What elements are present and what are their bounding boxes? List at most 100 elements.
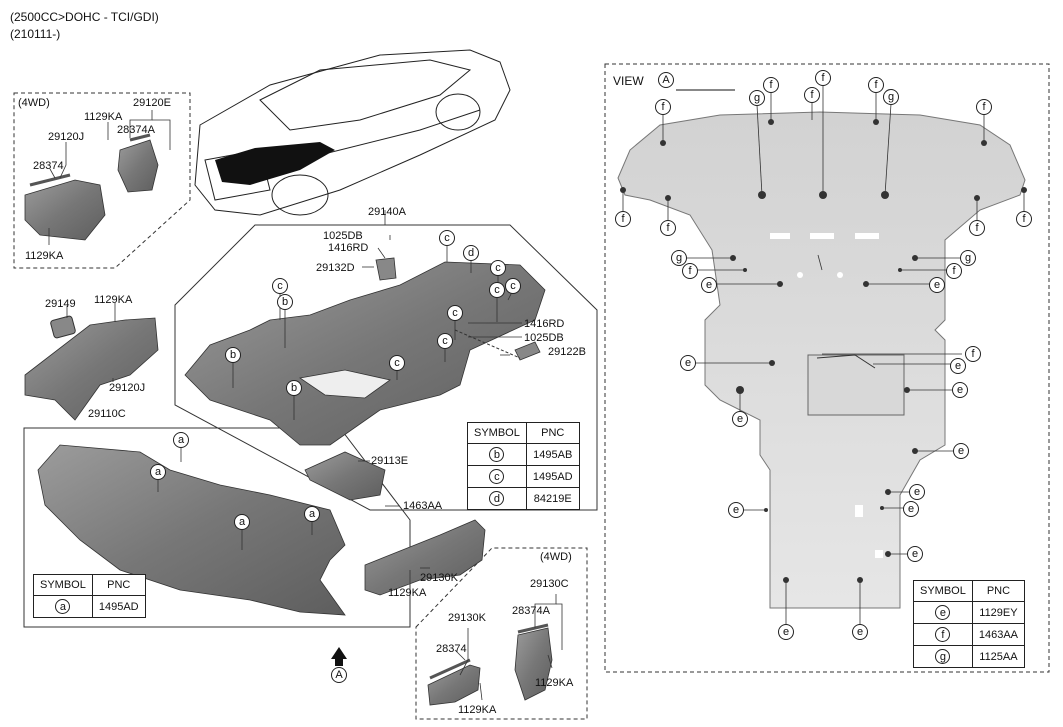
part-1463AA[interactable]: 1463AA [403,500,443,512]
bracket-29132D [375,257,397,281]
part-28374A-b[interactable]: 28374A [512,605,550,617]
undercover-29110C [37,444,346,616]
table-row: e 1129EY [913,601,1026,624]
callout-c: c [439,230,455,246]
view-arrow [331,647,347,666]
part-29113E[interactable]: 29113E [371,455,409,467]
part-1025DB-b[interactable]: 1025DB [524,332,564,344]
pnc-value[interactable]: 84219E [525,487,580,510]
callout-e: e [680,355,696,371]
bracket-29120J-4wd [24,179,106,241]
part-29130K-a[interactable]: 29130K [420,572,458,584]
part-1129KA-b[interactable]: 1129KA [25,250,64,262]
view-letter: A [658,72,674,88]
cap-29149 [50,315,76,339]
pnc-value[interactable]: 1463AA [971,623,1026,646]
callout-f: f [969,220,985,236]
symbol-a: a [55,599,71,614]
label-4wd-bottom: (4WD) [540,551,572,563]
callout-b: b [286,380,302,396]
bracket-29122B [514,341,541,361]
pnc-value[interactable]: 1495AD [91,595,146,618]
callout-f: f [660,220,676,236]
part-28374-b[interactable]: 28374 [436,643,467,655]
part-1129KA-d[interactable]: 1129KA [388,587,427,599]
date-range: (210111-) [10,27,61,41]
pnc-value[interactable]: 1495AB [525,443,580,466]
table-row: b 1495AB [467,443,580,466]
car-illustration [194,49,511,216]
callout-f: f [815,70,831,86]
callout-c: c [490,260,506,276]
callout-a: a [150,464,166,480]
box-view [604,63,1050,673]
plate-29113E [304,451,386,501]
part-29120J-a[interactable]: 29120J [48,131,85,143]
bracket-29130C [514,627,553,701]
callout-f: f [804,87,820,103]
part-28374A-a[interactable]: 28374A [117,124,155,136]
part-29149[interactable]: 29149 [45,298,76,310]
callout-e: e [952,382,968,398]
callout-e: e [929,277,945,293]
callout-c: c [505,278,521,294]
part-1129KA-f[interactable]: 1129KA [458,704,497,716]
part-28374-a[interactable]: 28374 [33,160,64,172]
part-1129KA-c[interactable]: 1129KA [94,294,133,306]
symbol-f: f [935,627,951,642]
part-29120J-b[interactable]: 29120J [109,382,146,394]
table-row: f 1463AA [913,623,1026,646]
symbol-d: d [489,491,505,506]
part-29130C[interactable]: 29130C [530,578,569,590]
part-29110C[interactable]: 29110C [88,408,126,420]
label-4wd-top: (4WD) [18,97,50,109]
part-1129KA-e[interactable]: 1129KA [535,677,574,689]
callout-c: c [447,305,463,321]
table-head-symbol: SYMBOL [33,574,93,596]
bracket-29120E [117,139,159,193]
table-row: a 1495AD [33,595,146,618]
callout-f: f [1016,211,1032,227]
pnc-value[interactable]: 1129EY [971,601,1026,624]
part-29140A[interactable]: 29140A [368,206,406,218]
table-head-symbol: SYMBOL [913,580,973,602]
callout-c: c [489,282,505,298]
callout-e: e [778,624,794,640]
part-29122B[interactable]: 29122B [548,346,586,358]
pnc-value[interactable]: 1495AD [525,465,580,488]
part-1129KA-a[interactable]: 1129KA [84,111,123,123]
callout-e: e [907,546,923,562]
table-head-pnc: PNC [525,422,580,444]
callout-e: e [728,502,744,518]
part-29120E[interactable]: 29120E [133,97,171,109]
bracket-29130K [364,519,486,596]
engine-undercover-highlight [215,142,335,185]
symbol-b: b [489,447,505,462]
part-29130K-b[interactable]: 29130K [448,612,486,624]
callout-f: f [965,346,981,362]
callout-g: g [960,250,976,266]
callout-a: a [173,432,189,448]
callout-a: a [304,506,320,522]
bracket-29130K-4wd [427,664,481,706]
box-4wd-top [13,92,191,269]
engine-spec: (2500CC>DOHC - TCI/GDI) [10,10,159,24]
part-1416RD-b[interactable]: 1416RD [524,318,565,330]
callout-a: a [234,514,250,530]
callout-b: b [277,294,293,310]
table-row: d 84219E [467,487,580,510]
part-29132D[interactable]: 29132D [316,262,355,274]
callout-f: f [682,263,698,279]
part-1416RD-a[interactable]: 1416RD [328,242,369,254]
pnc-value[interactable]: 1125AA [971,645,1026,668]
callout-f: f [976,99,992,115]
label-view: VIEW [613,74,644,88]
table-head-pnc: PNC [971,580,1026,602]
symbol-e: e [935,605,951,620]
table-head-pnc: PNC [91,574,146,596]
part-1025DB-a[interactable]: 1025DB [323,230,363,242]
